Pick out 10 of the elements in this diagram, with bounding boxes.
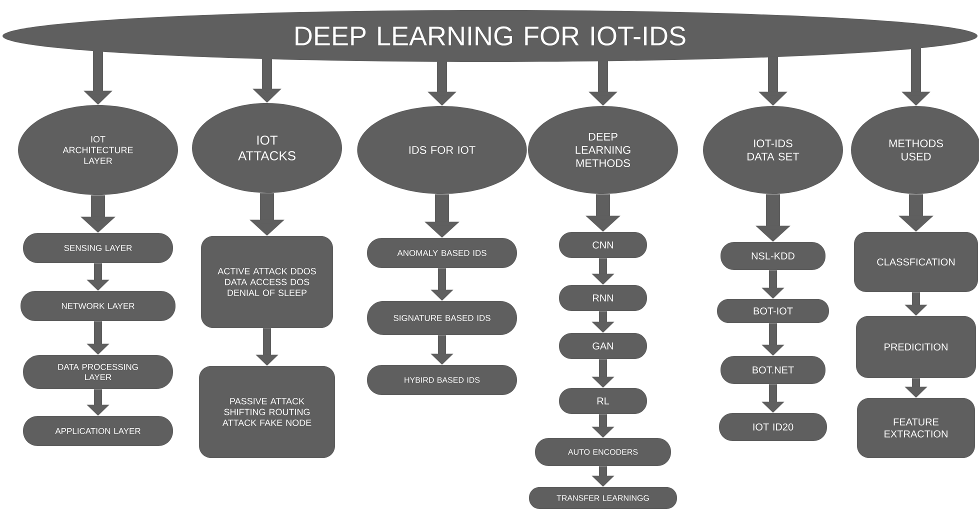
ellipse-node: IOT ARCHITECTURE LAYER <box>18 104 178 195</box>
rounded-box: FEATURE EXTRACTION <box>857 398 975 458</box>
rounded-box: PREDICITION <box>856 316 976 378</box>
rounded-box: ACTIVE ATTACK DDOS DATA ACCESS DOS DENIAL OF SLEEP <box>201 236 333 328</box>
ellipse-node: DEEP LEARNING METHODS <box>528 106 678 194</box>
ellipse-node: IOT-IDS DATA SET <box>703 106 843 194</box>
rounded-box: CLASSFICATION <box>854 232 978 292</box>
ellipse-node: IOT ATTACKS <box>192 103 342 193</box>
rounded-box: PASSIVE ATTACK SHIFTING ROUTING ATTACK FAKE NODE <box>199 366 335 458</box>
ellipse-node: IDS FOR IOT <box>357 106 527 194</box>
